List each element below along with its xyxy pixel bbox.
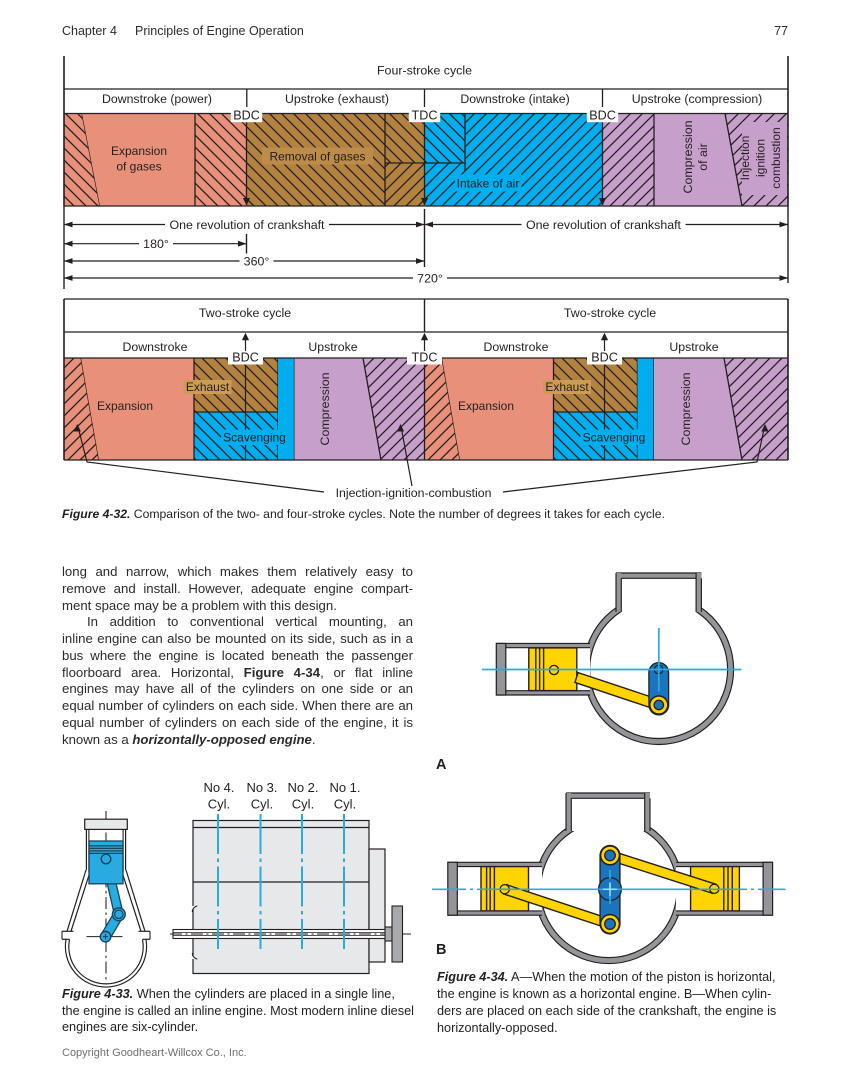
svg-text:No 3.: No 3. xyxy=(246,780,277,795)
svg-text:TDC: TDC xyxy=(412,108,438,122)
svg-text:Expansion: Expansion xyxy=(111,144,167,158)
svg-text:Four-stroke cycle: Four-stroke cycle xyxy=(377,64,472,78)
svg-text:Injection: Injection xyxy=(738,136,752,181)
svg-text:Cyl.: Cyl. xyxy=(208,797,230,812)
svg-text:Injection-ignition-combustion: Injection-ignition-combustion xyxy=(336,486,492,500)
svg-text:ignition: ignition xyxy=(754,139,768,177)
svg-text:Removal of gases: Removal of gases xyxy=(269,150,365,164)
svg-text:One revolution of crankshaft: One revolution of crankshaft xyxy=(170,218,326,232)
svg-text:Exhaust: Exhaust xyxy=(545,380,589,394)
svg-text:Cyl.: Cyl. xyxy=(334,797,356,812)
svg-text:Compression: Compression xyxy=(681,120,695,193)
svg-text:Cyl.: Cyl. xyxy=(292,797,314,812)
svg-text:Upstroke (exhaust): Upstroke (exhaust) xyxy=(285,92,389,106)
svg-text:Expansion: Expansion xyxy=(458,399,514,413)
svg-text:Downstroke (intake): Downstroke (intake) xyxy=(460,92,569,106)
svg-text:No 4.: No 4. xyxy=(203,780,234,795)
svg-text:Downstroke: Downstroke xyxy=(484,340,549,354)
svg-text:No 2.: No 2. xyxy=(287,780,318,795)
svg-text:One revolution of crankshaft: One revolution of crankshaft xyxy=(526,218,682,232)
svg-text:180°: 180° xyxy=(143,237,169,251)
svg-text:Scavenging: Scavenging xyxy=(223,430,286,444)
svg-text:Intake of air: Intake of air xyxy=(457,177,520,191)
svg-text:BDC: BDC xyxy=(589,108,616,122)
svg-text:Expansion: Expansion xyxy=(97,399,153,413)
svg-text:Upstroke (compression): Upstroke (compression) xyxy=(632,92,763,106)
svg-text:Downstroke: Downstroke xyxy=(123,340,188,354)
svg-text:of air: of air xyxy=(696,143,710,171)
svg-text:BDC: BDC xyxy=(591,351,618,365)
svg-text:BDC: BDC xyxy=(232,351,259,365)
svg-text:Scavenging: Scavenging xyxy=(583,430,646,444)
svg-text:combustion: combustion xyxy=(769,127,783,188)
svg-text:Downstroke (power): Downstroke (power) xyxy=(102,92,212,106)
svg-text:360°: 360° xyxy=(244,254,270,268)
svg-text:Cyl.: Cyl. xyxy=(251,797,273,812)
svg-text:TDC: TDC xyxy=(412,351,438,365)
svg-text:720°: 720° xyxy=(417,271,443,285)
svg-text:Two-stroke cycle: Two-stroke cycle xyxy=(199,306,291,320)
svg-text:Compression: Compression xyxy=(679,372,693,445)
svg-text:Two-stroke cycle: Two-stroke cycle xyxy=(564,306,656,320)
svg-text:of gases: of gases xyxy=(116,160,161,174)
svg-text:Upstroke: Upstroke xyxy=(308,340,357,354)
svg-text:BDC: BDC xyxy=(233,108,260,122)
svg-text:Upstroke: Upstroke xyxy=(669,340,718,354)
svg-text:No 1.: No 1. xyxy=(329,780,360,795)
svg-text:Exhaust: Exhaust xyxy=(186,380,230,394)
svg-text:Compression: Compression xyxy=(318,372,332,445)
